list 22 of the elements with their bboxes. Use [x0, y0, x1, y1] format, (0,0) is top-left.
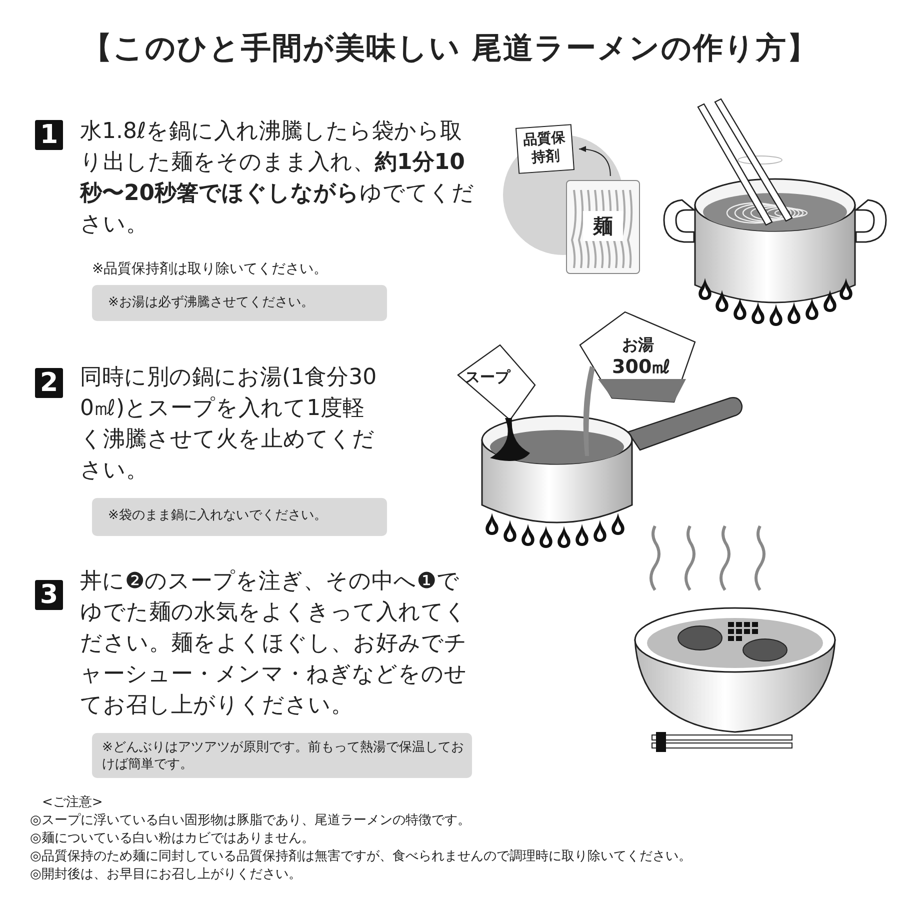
- step-number: 3: [35, 580, 63, 610]
- caution-text: <ご注意>: [42, 794, 103, 811]
- instruction-text: 同時に別の鍋にお湯(1食分300㎖)とスープを入れて1度軽く沸騰させて火を止めてください。: [80, 364, 378, 485]
- title: 【このひと手間が美味しい 尾道ラーメンの作り方】: [80, 30, 820, 68]
- step-number: 2: [35, 368, 63, 398]
- instruction-text: 丼に❷のスープを注ぎ、その中へ❶でゆでた麺の水気をよくきって入れてください。麺をよくほぐし、お好みでチャーシュー・メンマ・ねぎなどをのせてお召し上がりください。: [80, 568, 468, 720]
- illustration-label: スープ: [465, 368, 510, 387]
- caution-text: ◎麺についている白い粉はカビではありません。: [30, 830, 314, 847]
- step-number: 1: [35, 120, 63, 150]
- note-box: ※袋のまま鍋に入れないでください。: [92, 498, 387, 536]
- desiccant-tag: 品質保持剤: [515, 124, 575, 174]
- note-box: ※どんぶりはアツアツが原則です。前もって熱湯で保温しておけば簡単です。: [92, 733, 472, 778]
- illustration-label: お湯: [622, 335, 654, 356]
- packet-label: 麺: [583, 211, 623, 241]
- caution-text: ◎スープに浮いている白い固形物は豚脂であり、尾道ラーメンの特徴です。: [30, 812, 470, 829]
- illustration-label: 300㎖: [612, 355, 671, 380]
- arrow: [578, 146, 611, 176]
- caution-text: ◎開封後は、お早目にお召し上がりください。: [30, 866, 302, 883]
- note-text: ※品質保持剤は取り除いてください。: [92, 260, 328, 278]
- instruction-text: 水1.8ℓを鍋に入れ沸騰したら袋から取り出した麺をそのまま入れ、約1分10秒〜20秒箸でほぐしながらゆでてください。: [80, 118, 475, 239]
- caution-text: ◎品質保持のため麺に同封している品質保持剤は無害ですが、食べられませんので調理時に取り除いてください。: [30, 848, 692, 865]
- note-box: ※お湯は必ず沸騰させてください。: [92, 285, 387, 321]
